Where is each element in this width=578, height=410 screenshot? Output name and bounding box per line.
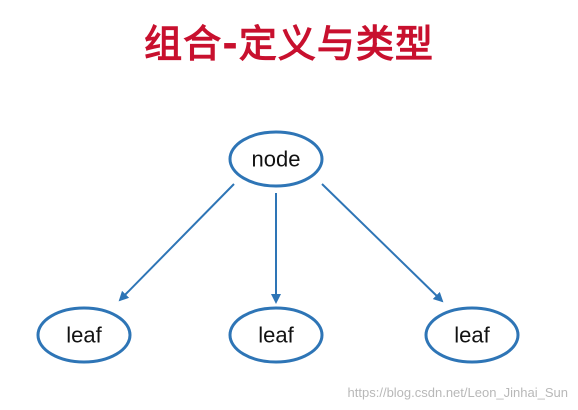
watermark-url: https://blog.csdn.net/Leon_Jinhai_Sun [347,385,568,400]
edge-node-to-leaf-right [321,183,444,303]
slide-title: 组合-定义与类型 [144,22,434,66]
node-root: node [228,130,324,188]
edge-node-to-leaf-left [118,183,235,302]
node-leaf-left: leaf [36,306,132,364]
node-leaf-right-label: leaf [454,323,490,348]
node-leaf-center-shape [228,306,324,364]
node-leaf-left-shape [36,306,132,364]
node-leaf-right-shape [424,306,520,364]
node-leaf-center-label: leaf [258,323,294,348]
node-root-label: node [252,147,301,172]
node-leaf-right: leaf [424,306,520,364]
node-leaf-center: leaf [228,306,324,364]
node-root-shape [228,130,324,188]
node-leaf-left-label: leaf [66,323,102,348]
